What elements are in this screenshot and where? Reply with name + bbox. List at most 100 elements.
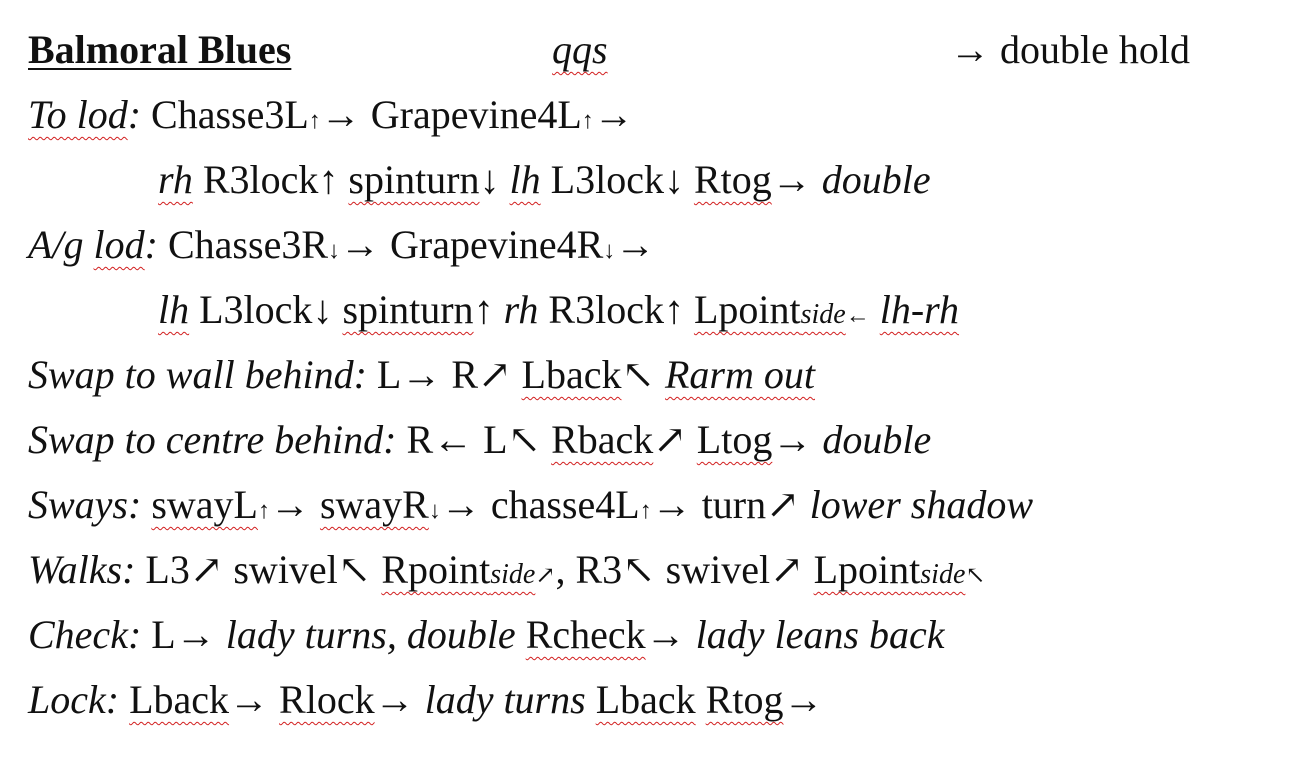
step-text: Rlock xyxy=(279,677,375,722)
hold-note: → double hold xyxy=(950,26,1190,74)
down-arrow-icon: ↓ xyxy=(663,157,684,202)
step-text: L3lock xyxy=(199,287,313,332)
step-text: Chasse3L xyxy=(151,92,309,137)
step-text: Rcheck xyxy=(525,612,646,657)
line-to-lod-2: rh R3lock↑ spinturn↓ lh L3lock↓ Rtog→ do… xyxy=(158,156,931,204)
up-arrow-icon: ↑ xyxy=(473,287,494,332)
line-ag-lod-2: lh L3lock↓ spinturn↑ rh R3lock↑ Lpointsi… xyxy=(158,286,959,340)
up-arrow-icon: ↑ xyxy=(639,498,652,524)
line-check: Check: L→ lady turns, double Rcheck→ lad… xyxy=(28,611,944,659)
step-text: L3 xyxy=(145,547,190,592)
left-arrow-icon: ← xyxy=(433,417,474,462)
line-label: Lock: xyxy=(28,677,120,722)
up-arrow-icon: ↑ xyxy=(257,498,270,524)
up-left-arrow-icon: ↖ xyxy=(965,563,986,589)
separator: , xyxy=(555,547,566,592)
step-text: swayL xyxy=(151,482,258,527)
up-right-arrow-icon: ↗ xyxy=(189,547,224,592)
up-right-arrow-icon: ↗ xyxy=(478,352,512,397)
step-text: Lback xyxy=(595,677,696,722)
down-arrow-icon: ↓ xyxy=(428,498,441,524)
right-arrow-icon: → xyxy=(645,612,686,657)
up-left-arrow-icon: ↖ xyxy=(337,547,372,592)
hold-note: lh xyxy=(158,287,190,332)
page-title: Balmoral Blues xyxy=(28,27,292,72)
step-text: Rpoint xyxy=(381,547,491,592)
step-modifier: side xyxy=(490,559,536,590)
step-text: Grapevine4R xyxy=(390,222,604,267)
hold-note: rh xyxy=(158,157,193,202)
down-arrow-icon: ↓ xyxy=(312,287,333,332)
step-text: chasse4L xyxy=(490,482,640,527)
up-right-arrow-icon: ↗ xyxy=(766,482,800,527)
right-arrow-icon: → xyxy=(651,482,692,527)
right-arrow-icon: → xyxy=(615,222,656,267)
step-note: Rarm out xyxy=(665,352,815,397)
step-text: R xyxy=(406,417,434,462)
up-right-arrow-icon: ↗ xyxy=(653,417,687,462)
step-text: Rback xyxy=(551,417,654,462)
line-label: Walks: xyxy=(28,547,136,592)
up-right-arrow-icon: ↗ xyxy=(770,547,804,592)
line-swap-centre: Swap to centre behind: R← L↖ Rback↗ Ltog… xyxy=(28,416,931,464)
line-label: Swap to centre behind: xyxy=(28,417,397,462)
step-note: lady leans back xyxy=(695,612,945,657)
line-label: To lod: xyxy=(28,92,142,137)
step-text: spinturn xyxy=(342,287,474,332)
title-line: Balmoral Blues xyxy=(28,26,291,74)
tempo-label: qqs xyxy=(552,27,608,72)
step-modifier: side xyxy=(800,299,846,330)
right-arrow-icon: → xyxy=(772,417,813,462)
down-arrow-icon: ↓ xyxy=(603,238,616,264)
right-arrow-icon: → xyxy=(593,92,634,137)
step-text: L xyxy=(483,417,508,462)
step-text: turn xyxy=(701,482,767,527)
right-arrow-icon: → xyxy=(175,612,216,657)
step-note: lady turns xyxy=(424,677,586,722)
line-ag-lod: A/g lod: Chasse3R↓→ Grapevine4R↓→ xyxy=(28,221,655,275)
step-text: R xyxy=(451,352,479,397)
line-sways: Sways: swayL↑→ swayR↓→ chasse4L↑→ turn↗ … xyxy=(28,481,1033,535)
right-arrow-icon: → xyxy=(401,352,442,397)
step-text: Rtog xyxy=(705,677,784,722)
up-arrow-icon: ↑ xyxy=(308,108,321,134)
step-text: L xyxy=(376,352,402,397)
step-text: swayR xyxy=(319,482,429,527)
step-text: Chasse3R xyxy=(168,222,328,267)
line-walks: Walks: L3↗ swivel↖ Rpointside↗, R3↖ swiv… xyxy=(28,546,985,600)
step-text: L3lock xyxy=(550,157,664,202)
step-text: R3 xyxy=(575,547,623,592)
right-arrow-icon: → xyxy=(269,482,310,527)
right-arrow-icon: → xyxy=(229,677,270,722)
up-arrow-icon: ↑ xyxy=(663,287,684,332)
step-text: R3lock xyxy=(548,287,664,332)
step-text: spinturn xyxy=(348,157,480,202)
right-arrow-icon: → xyxy=(374,677,415,722)
step-text: swivel xyxy=(233,547,338,592)
down-arrow-icon: ↓ xyxy=(479,157,500,202)
line-to-lod: To lod: Chasse3L↑→ Grapevine4L↑→ xyxy=(28,91,634,145)
left-arrow-icon: ← xyxy=(845,303,870,329)
step-text: L xyxy=(151,612,176,657)
right-arrow-icon: → xyxy=(440,482,481,527)
up-left-arrow-icon: ↖ xyxy=(622,547,656,592)
up-left-arrow-icon: ↖ xyxy=(621,352,655,397)
step-text: Rtog xyxy=(693,157,772,202)
right-arrow-icon: → xyxy=(950,27,990,72)
hold-note: double xyxy=(821,157,931,202)
step-text: Grapevine4L xyxy=(370,92,582,137)
step-text: R3lock xyxy=(202,157,319,202)
line-swap-wall: Swap to wall behind: L→ R↗ Lback↖ Rarm o… xyxy=(28,351,815,399)
line-label: A/g lod: xyxy=(28,222,158,267)
step-modifier: side xyxy=(920,559,966,590)
right-arrow-icon: → xyxy=(783,677,824,722)
step-text: Lback xyxy=(129,677,230,722)
hold-note: rh xyxy=(503,287,539,332)
hold-text: double hold xyxy=(1000,27,1190,72)
step-text: Ltog xyxy=(696,417,773,462)
hold-note: lh xyxy=(509,157,541,202)
step-text: Lpoint xyxy=(693,287,801,332)
hold-note: double xyxy=(822,417,932,462)
line-label: Swap to wall behind: xyxy=(28,352,367,397)
